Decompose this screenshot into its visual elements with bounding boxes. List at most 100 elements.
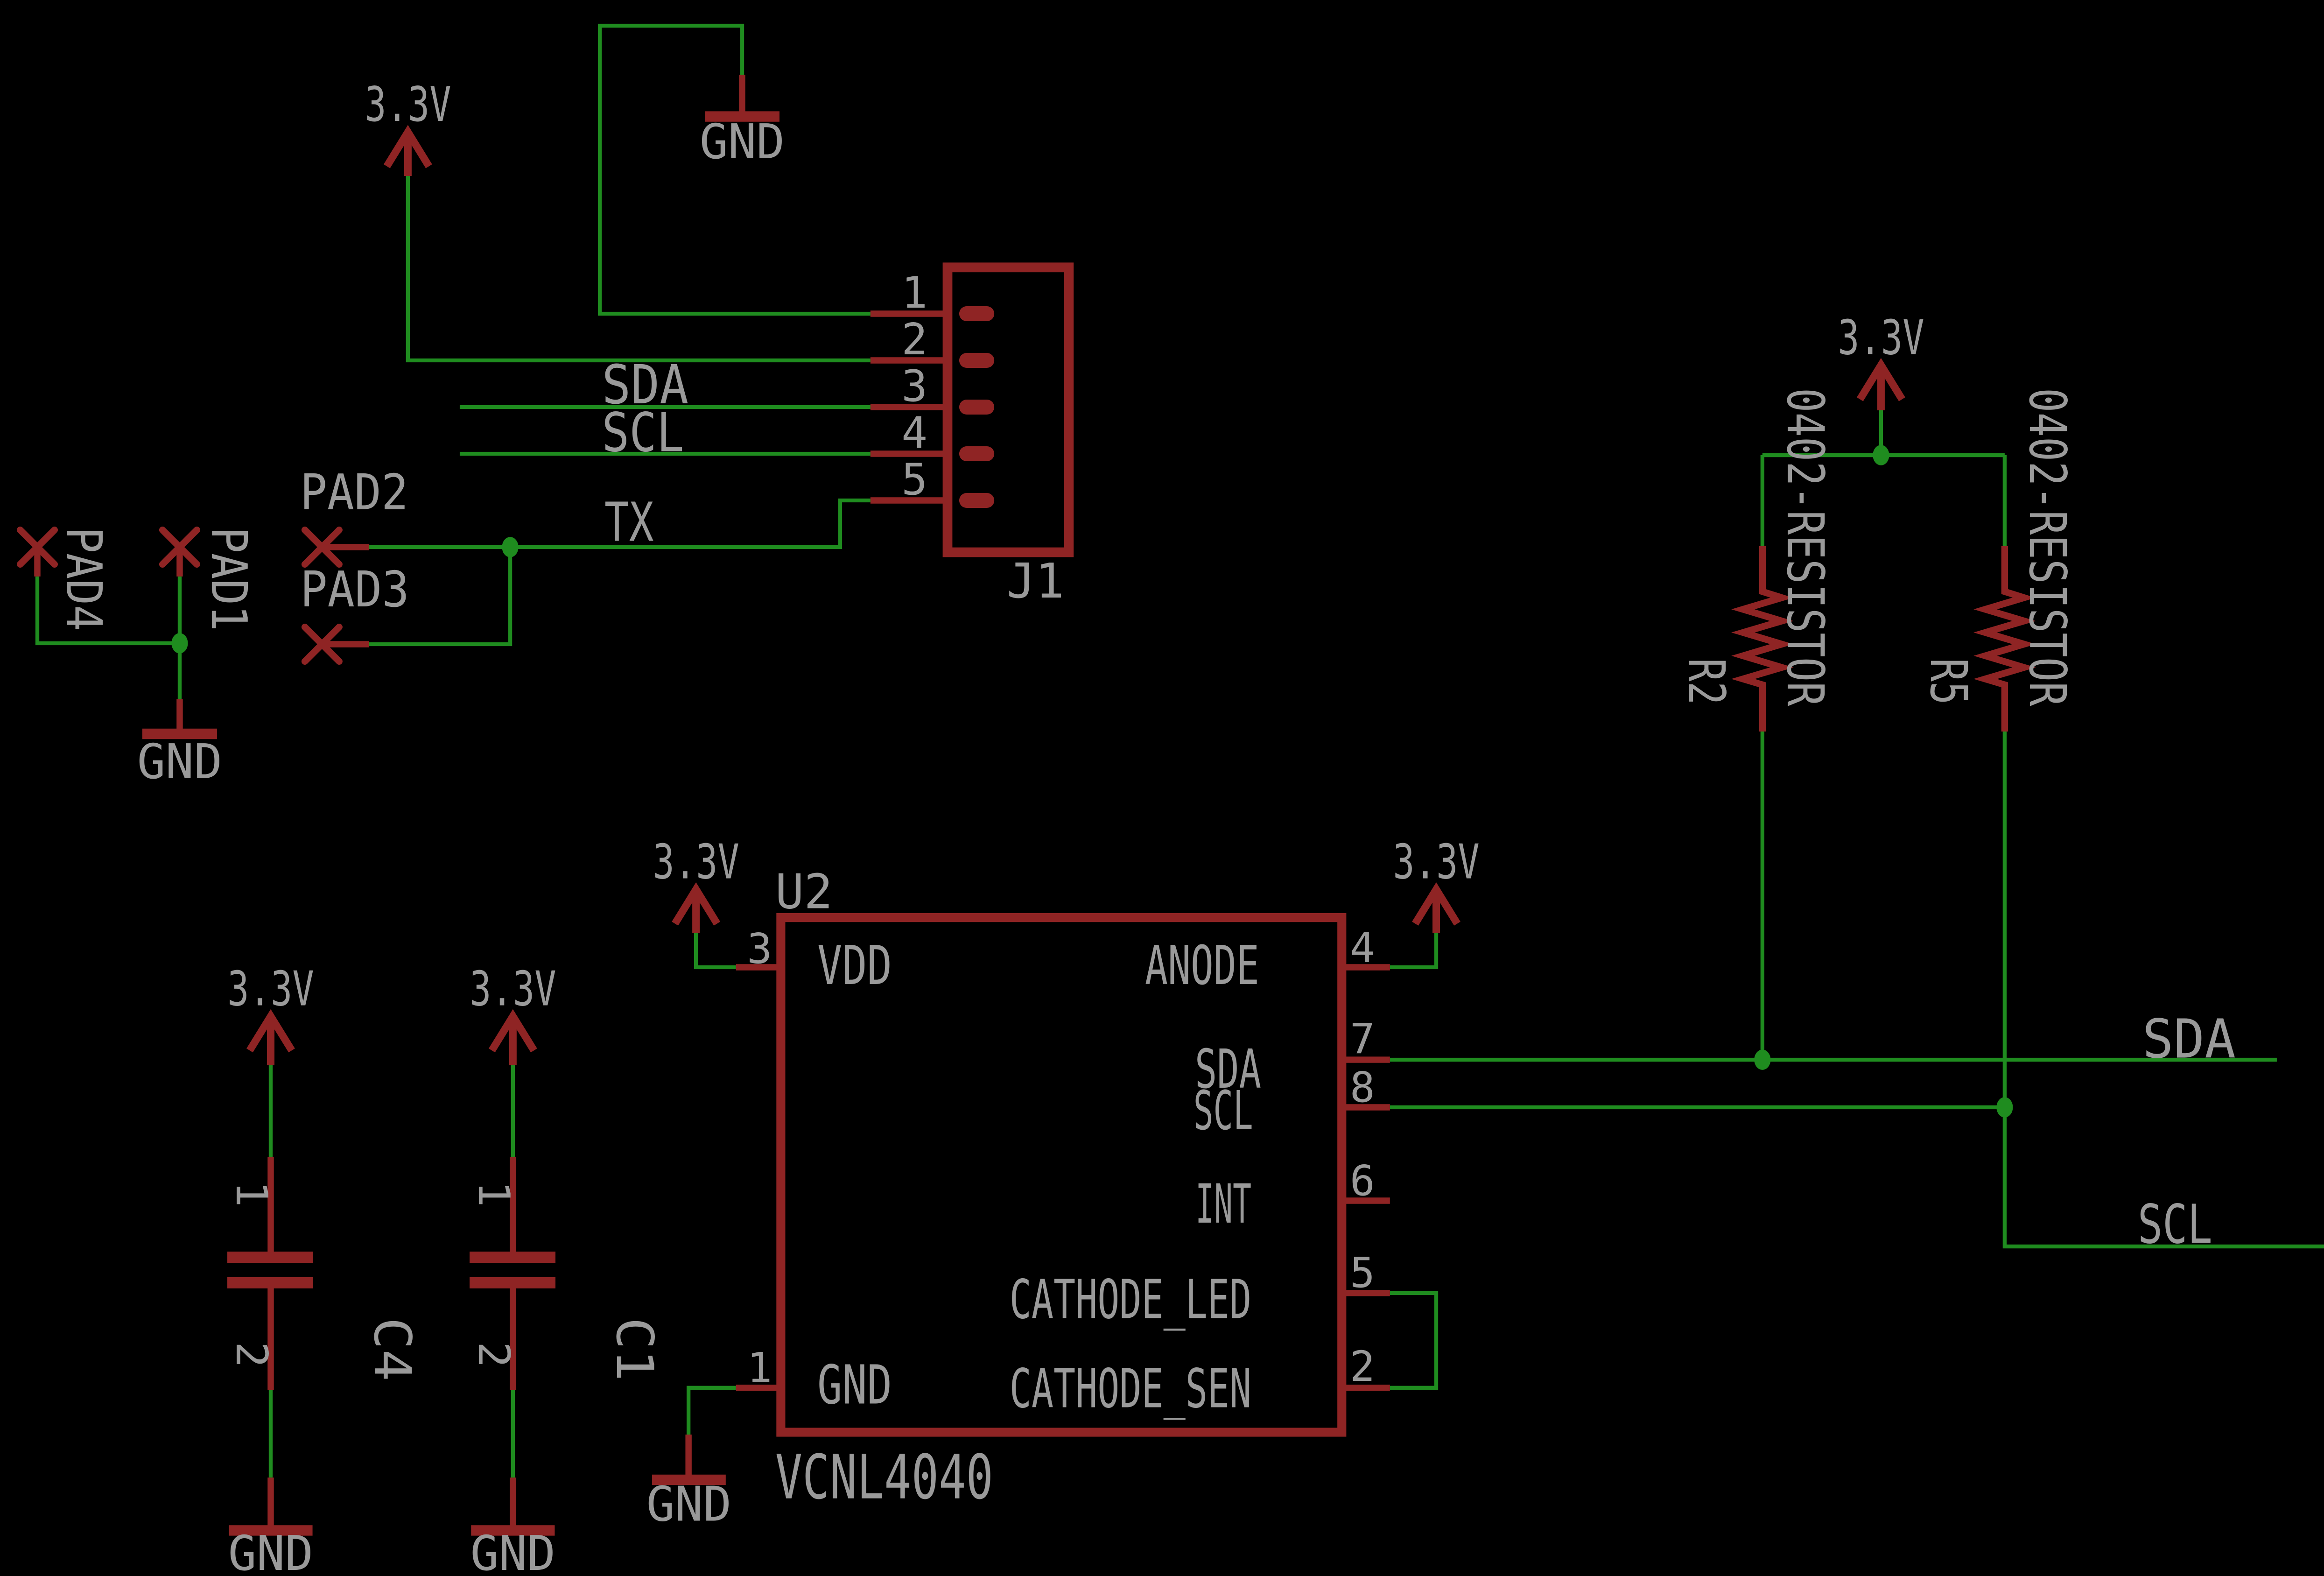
j1-pin-number-4: 4 (901, 408, 927, 458)
junction-dot-pads-gnd (171, 633, 188, 654)
j1-pad1 (959, 306, 995, 321)
net-label-scl-right[interactable]: SCL (2138, 1193, 2212, 1256)
net-label-sda-right[interactable]: SDA (2142, 1008, 2236, 1071)
supply-33v-resistors[interactable]: 3.3V (1838, 310, 1924, 411)
c4-pin1-number: 1 (226, 1181, 277, 1207)
wire-net-scl-right[interactable] (1390, 1105, 2324, 1249)
r2-designator[interactable]: R2 (1677, 658, 1736, 705)
c1-designator[interactable]: C1 (605, 1317, 664, 1381)
wire-anode-33v[interactable] (1390, 933, 1439, 970)
r2-value[interactable]: 0402-RESISTOR (1776, 388, 1835, 706)
supply-33v-c1[interactable]: 3.3V (470, 962, 556, 1065)
gnd-symbol-c4[interactable]: GND (228, 1478, 313, 1576)
gnd-label: GND (700, 114, 785, 170)
wire-vdd-33v[interactable] (694, 933, 736, 970)
supply-arrow-icon (1856, 358, 1905, 411)
u2-pin-name-cathode-sen: CATHODE_SEN (1010, 1358, 1251, 1420)
pad-3[interactable]: PAD3 (300, 561, 409, 665)
pad1-label[interactable]: PAD1 (200, 527, 258, 631)
r5-value[interactable]: 0402-RESISTOR (2018, 388, 2077, 706)
u2-pin3-number: 3 (747, 925, 772, 973)
supply-33v-j1pin2[interactable]: 3.3V (365, 77, 451, 176)
supply-arrow-icon (672, 882, 721, 934)
net-wires[interactable] (35, 23, 2324, 1478)
supply-arrow-icon (246, 1009, 295, 1065)
supply-arrow-icon (1412, 882, 1460, 934)
wire-u2-gnd[interactable] (686, 1386, 736, 1435)
gnd-symbol-pads[interactable]: GND (137, 699, 222, 790)
resistor-r5[interactable]: R5 0402-RESISTOR (1919, 388, 2077, 732)
u2-pin-name-vdd: VDD (817, 935, 892, 997)
u2-pin-name-cathode-led: CATHODE_LED (1010, 1268, 1251, 1331)
gnd-label: GND (470, 1526, 555, 1576)
pad-1[interactable]: PAD1 (159, 527, 258, 631)
supply-33v-label: 3.3V (1838, 310, 1924, 366)
j1-pad3 (959, 400, 995, 415)
gnd-label: GND (228, 1526, 313, 1576)
j1-pad2 (959, 353, 995, 368)
capacitor-c4[interactable]: 1 2 C4 (226, 1157, 422, 1390)
c4-pin2-number: 2 (226, 1342, 277, 1368)
capacitor-c1[interactable]: 1 2 C1 (469, 1157, 664, 1390)
gnd-label: GND (646, 1477, 731, 1533)
u2-pin6-number: 6 (1350, 1157, 1375, 1205)
supply-33v-c4[interactable]: 3.3V (227, 962, 314, 1065)
supply-33v-label: 3.3V (227, 962, 314, 1017)
net-label-scl-j1[interactable]: SCL (602, 401, 684, 464)
pad4-label[interactable]: PAD4 (55, 527, 112, 631)
supply-33v-anode[interactable]: 3.3V (1393, 835, 1480, 934)
gnd-symbol-c1[interactable]: GND (470, 1478, 555, 1576)
j1-designator[interactable]: J1 (1007, 554, 1064, 609)
j1-pin-number-1: 1 (901, 267, 927, 318)
j1-pin-number-5: 5 (901, 454, 927, 505)
pad2-label[interactable]: PAD2 (300, 464, 408, 521)
resistor-r2[interactable]: R2 0402-RESISTOR (1677, 388, 1835, 732)
pad-4[interactable]: PAD4 (16, 527, 112, 631)
gnd-symbol-top[interactable]: GND (700, 75, 785, 170)
c1-pin2-number: 2 (469, 1342, 519, 1368)
net-label-tx[interactable]: TX (604, 491, 654, 554)
connector-j1[interactable]: 1 2 3 4 5 J1 (870, 262, 1074, 609)
pad3-label[interactable]: PAD3 (300, 561, 409, 618)
junction-dot-res-rail (1873, 445, 1889, 465)
u2-pin8-number: 8 (1350, 1063, 1375, 1112)
r5-zigzag (1973, 546, 2036, 732)
pad-2[interactable]: PAD2 (300, 464, 408, 568)
wire-j1-pin1-gnd[interactable] (597, 23, 871, 316)
u2-pin-name-int: INT (1195, 1173, 1251, 1236)
net-label-sda-j1[interactable]: SDA (602, 354, 689, 416)
r2-zigzag (1731, 546, 1794, 732)
j1-pin-number-3: 3 (901, 361, 927, 411)
wire-pad3-to-tx[interactable] (369, 547, 513, 647)
u2-body (776, 913, 1347, 1437)
supply-33v-label: 3.3V (470, 962, 556, 1017)
wire-pad4-gnd[interactable] (35, 576, 180, 646)
wire-cathode-loop[interactable] (1390, 1291, 1439, 1390)
u2-part-name[interactable]: VCNL4040 (775, 1442, 993, 1513)
c4-designator[interactable]: C4 (363, 1317, 422, 1381)
junction-dots (171, 445, 2013, 1118)
pad2-x-icon (301, 527, 343, 568)
supply-33v-label: 3.3V (1393, 835, 1480, 890)
supply-arrow-icon (383, 125, 432, 176)
junction-dot-r2-sda (1754, 1049, 1771, 1070)
u2-pin-name-scl: SCL (1194, 1080, 1253, 1142)
gnd-symbol-u2[interactable]: GND (646, 1434, 731, 1533)
supply-33v-vdd[interactable]: 3.3V (653, 835, 739, 934)
u2-designator[interactable]: U2 (775, 865, 833, 920)
wire-j1-pin2-33v[interactable] (406, 176, 871, 363)
j1-pin-number-2: 2 (901, 314, 927, 365)
junction-dot-tx (502, 537, 519, 557)
supply-33v-label: 3.3V (365, 77, 451, 133)
u2-pin-name-gnd: GND (817, 1354, 892, 1417)
j1-pin-stubs (870, 310, 948, 504)
ic-u2[interactable]: 3 1 4 7 8 6 5 2 VDD GND ANODE SDA SCL IN… (736, 865, 1390, 1513)
wire-net-tx[interactable] (369, 498, 871, 549)
supply-33v-label: 3.3V (653, 835, 739, 890)
u2-pin1-number: 1 (747, 1344, 772, 1393)
u2-pin2-number: 2 (1350, 1343, 1375, 1391)
pad3-x-icon (301, 624, 343, 665)
r5-designator[interactable]: R5 (1919, 658, 1978, 705)
u2-pin4-number: 4 (1350, 924, 1375, 972)
